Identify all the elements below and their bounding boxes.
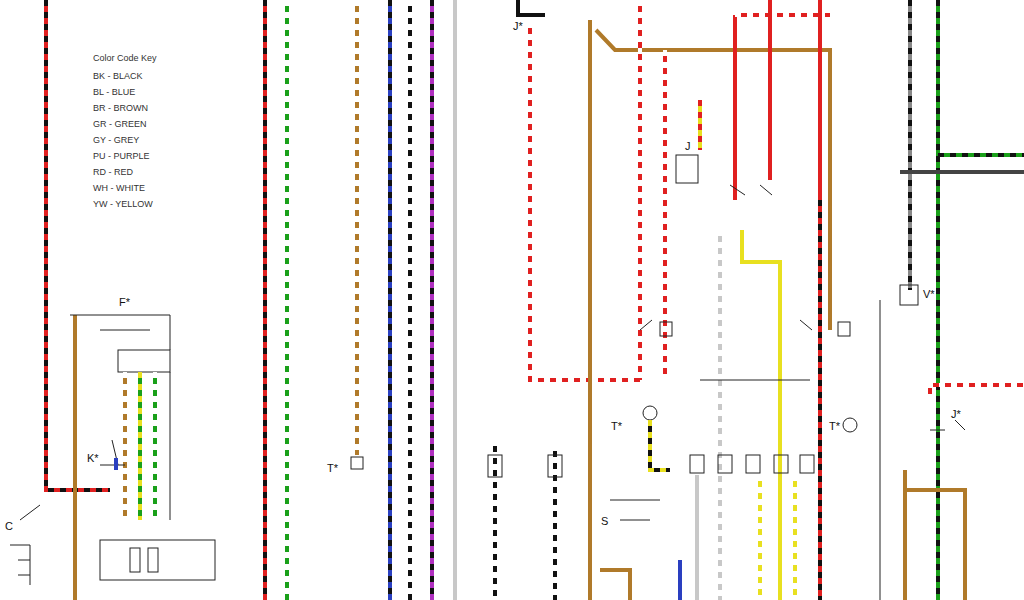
- color-key-entry: RD - RED: [92, 168, 134, 178]
- color-key-entry: WH - WHITE: [92, 184, 146, 194]
- color-key-entry: PU - PURPLE: [92, 152, 151, 162]
- component-label: T*: [326, 462, 339, 474]
- component-label: T*: [828, 420, 841, 432]
- color-key-entry: BL - BLUE: [92, 88, 136, 98]
- component-label: S: [600, 515, 609, 527]
- color-key-entry: GR - GREEN: [92, 120, 148, 130]
- color-key-entry: BR - BROWN: [92, 104, 149, 114]
- color-key-entry: BK - BLACK: [92, 72, 144, 82]
- component-label: J*: [512, 20, 524, 32]
- component-label: K*: [86, 452, 100, 464]
- component-label: J: [684, 140, 692, 152]
- key-title: Color Code Key: [92, 54, 158, 64]
- component-label: C: [4, 520, 14, 532]
- component-label: V*: [922, 288, 936, 300]
- color-key-entry: YW - YELLOW: [92, 200, 154, 210]
- component-label: T*: [610, 420, 623, 432]
- component-label: J*: [950, 408, 962, 420]
- color-key-entry: GY - GREY: [92, 136, 140, 146]
- component-label: F*: [118, 296, 131, 308]
